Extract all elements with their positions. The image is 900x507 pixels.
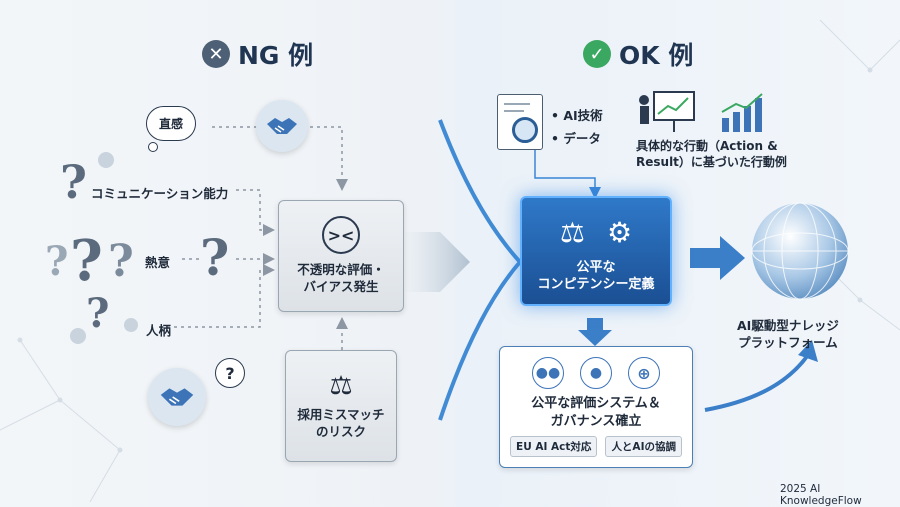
fair-competency-box: ⚖ ⚙ 公平な コンピテンシー定義 (520, 196, 672, 306)
label-passion: 熱意 (145, 255, 171, 270)
tag-row: EU AI Act対応 人とAIの協調 (510, 436, 682, 458)
question-bubble-icon: ? (215, 358, 245, 388)
team-icon: ●● (532, 357, 564, 389)
bar-chart-icon (718, 92, 768, 134)
fair-evaluation-system-text: 公平な評価システム＆ ガバナンス確立 (531, 396, 661, 429)
document-search-icon (497, 94, 543, 150)
ng-title: ✕ NG 例 (202, 36, 313, 72)
mismatch-risk-box: ⚖ 採用ミスマッチ のリスク (285, 350, 397, 462)
question-icon: ? (86, 290, 110, 337)
bubble-tail (148, 142, 158, 152)
scale-icon: ⚖ (559, 215, 585, 249)
person-icon (98, 152, 114, 168)
check-icon: ✓ (583, 40, 611, 68)
ng-title-text: NG 例 (238, 41, 314, 70)
label-communication: コミュニケーション能力 (91, 186, 229, 201)
question-icon: ? (108, 236, 134, 287)
label-personality: 人柄 (146, 323, 172, 338)
ok-title-text: OK 例 (619, 41, 694, 70)
system-icons: ●● ● ⊕ (532, 357, 660, 389)
frown-face-icon: >< (322, 216, 360, 255)
ai-knowledge-platform-label: AI駆動型ナレッジ プラットフォーム (737, 318, 839, 350)
footer-credit: 2025 AI KnowledgeFlow (780, 483, 862, 507)
globe-network-icon (745, 196, 855, 306)
tag-human-ai: 人とAIの協調 (605, 436, 682, 458)
handshake-icon (256, 100, 308, 152)
question-icon: ? (70, 228, 103, 294)
competency-icons: ⚖ ⚙ (560, 216, 632, 249)
person-icon (124, 318, 138, 332)
presentation-icon (636, 88, 698, 134)
ok-list-item: • データ (551, 131, 601, 146)
question-icon: ? (60, 155, 87, 209)
question-icon: ? (45, 238, 69, 285)
behavior-based-examples: 具体的な行動（Action & Result）に基づいた行動例 (636, 139, 787, 170)
globe-network-icon: ⊕ (628, 357, 660, 389)
intuition-label: 直感 (159, 117, 184, 131)
person-icon (70, 328, 86, 344)
broken-scale-icon: ⚖ (329, 371, 353, 402)
fair-competency-text: 公平な コンピテンシー定義 (537, 259, 655, 293)
ok-title: ✓ OK 例 (583, 36, 693, 72)
handshake-icon (148, 368, 206, 426)
close-icon: ✕ (202, 40, 230, 68)
intuition-bubble: 直感 (146, 106, 197, 141)
brain-gear-icon: ⚙ (607, 215, 633, 249)
ok-list-item: • AI技術 (551, 108, 603, 123)
opaque-evaluation-text: 不透明な評価・ バイアス発生 (297, 262, 385, 294)
mismatch-risk-text: 採用ミスマッチ のリスク (297, 407, 385, 439)
opaque-evaluation-box: >< 不透明な評価・ バイアス発生 (278, 200, 404, 312)
user-network-icon: ● (580, 357, 612, 389)
question-icon: ? (200, 228, 230, 287)
fair-evaluation-system-box: ●● ● ⊕ 公平な評価システム＆ ガバナンス確立 EU AI Act対応 人と… (499, 346, 693, 468)
tag-eu-ai-act: EU AI Act対応 (510, 436, 598, 458)
